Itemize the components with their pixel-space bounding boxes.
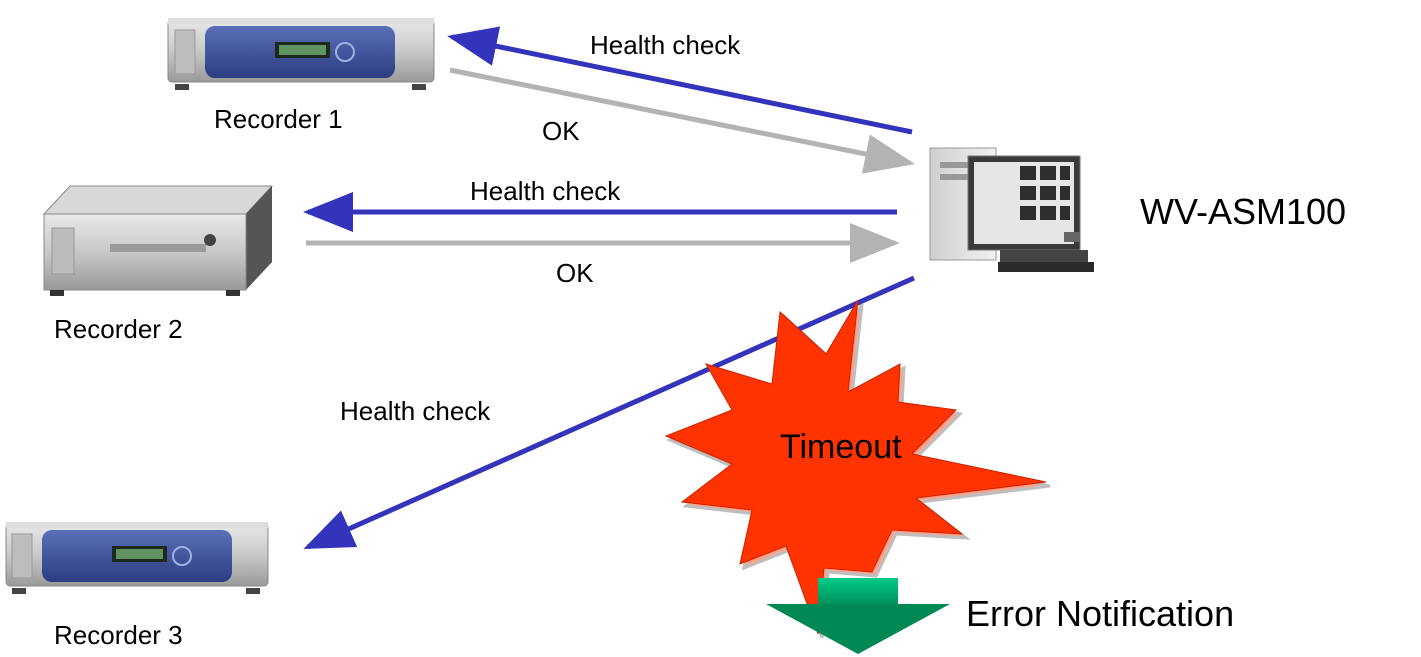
error-notification-label: Error Notification bbox=[966, 593, 1235, 634]
ok-arrow-1 bbox=[449, 67, 915, 174]
recorder-3-label: Recorder 3 bbox=[54, 620, 183, 650]
health-check-label-3: Health check bbox=[340, 396, 491, 426]
health-check-arrow-1 bbox=[447, 26, 913, 135]
recorder-2-label: Recorder 2 bbox=[54, 314, 183, 344]
ok-label-1: OK bbox=[542, 116, 580, 146]
server-computer bbox=[929, 147, 1094, 272]
recorder-1-device bbox=[167, 18, 435, 90]
health-check-arrow-3 bbox=[303, 275, 916, 550]
error-notification-arrow bbox=[766, 578, 950, 654]
timeout-label: Timeout bbox=[780, 428, 902, 466]
server-label: WV-ASM100 bbox=[1140, 191, 1347, 232]
timeout-burst-face bbox=[664, 299, 1047, 635]
health-check-label-1: Health check bbox=[590, 30, 741, 60]
recorder-3-device bbox=[5, 522, 269, 594]
recorder-1-label: Recorder 1 bbox=[214, 104, 343, 134]
health-check-label-2: Health check bbox=[470, 176, 621, 206]
ok-label-2: OK bbox=[556, 258, 594, 288]
recorder-2-device bbox=[42, 185, 274, 296]
